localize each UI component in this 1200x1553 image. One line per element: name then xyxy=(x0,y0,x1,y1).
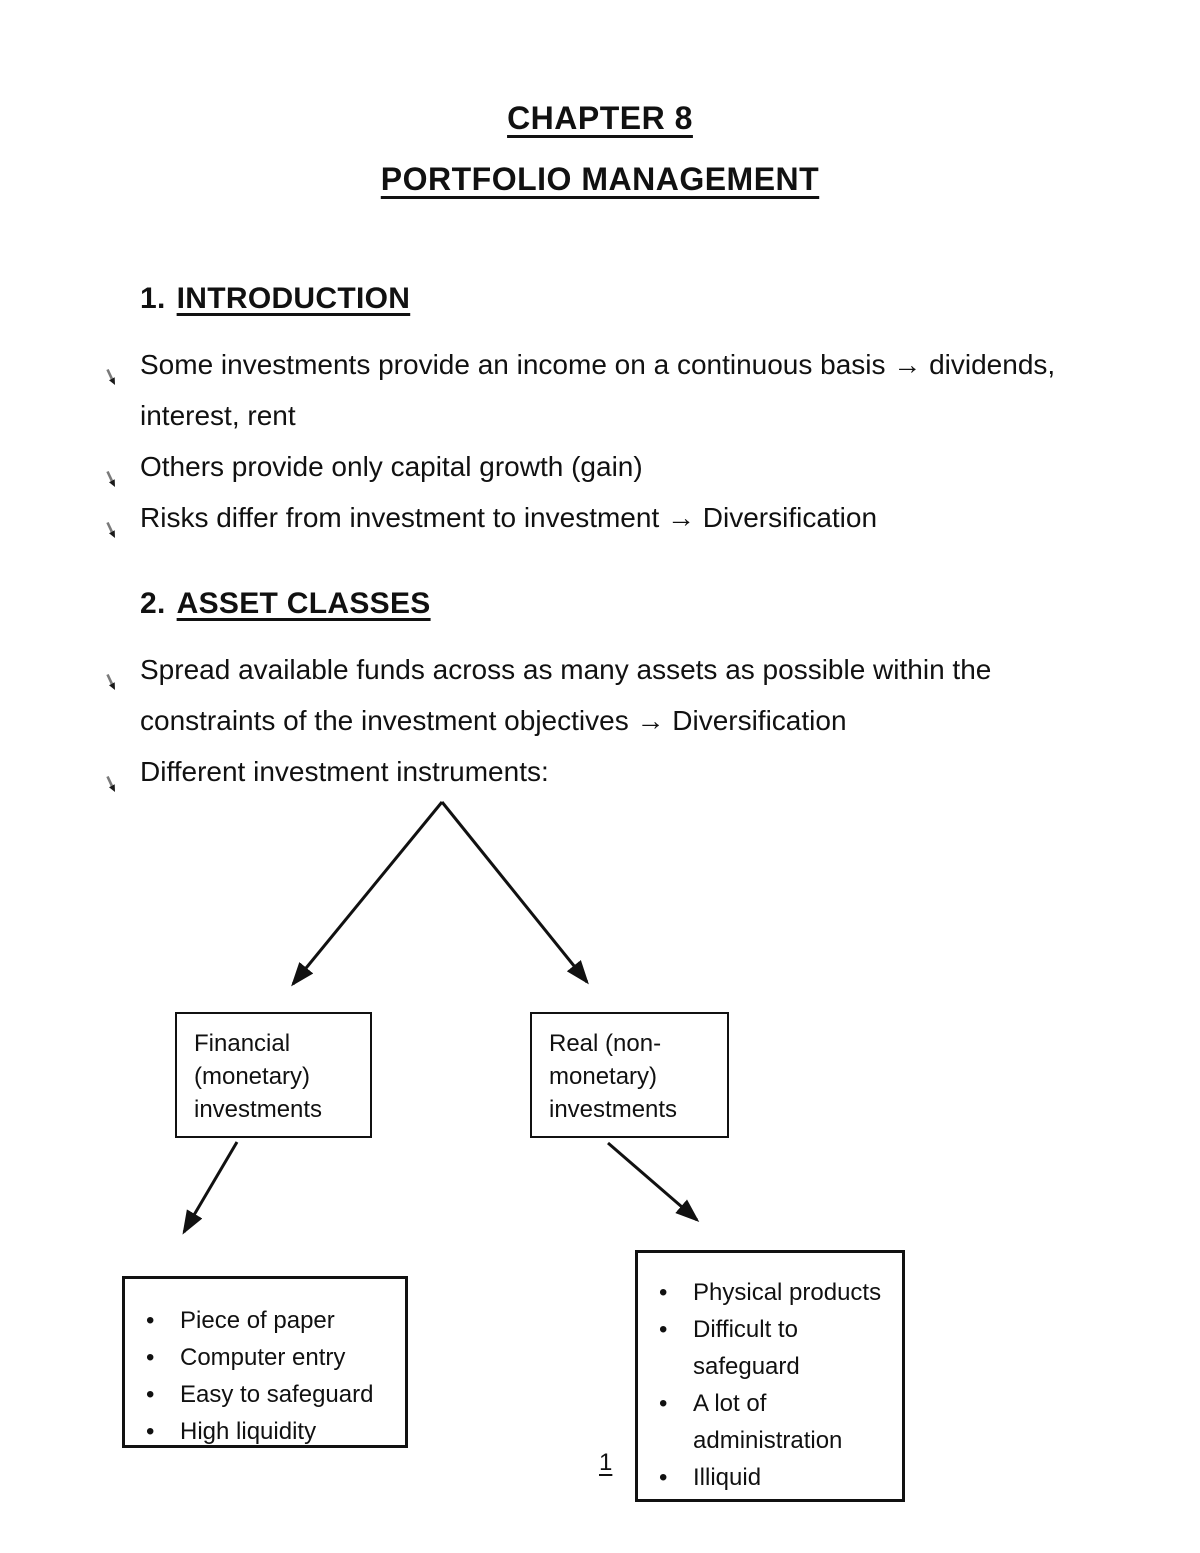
list-item-text: Computer entry xyxy=(180,1344,346,1371)
section-2-title: ASSET CLASSES xyxy=(176,587,431,620)
dot-bullet-icon: • xyxy=(659,1464,668,1491)
real-characteristics-box: • Physical products • Difficult to safegua… xyxy=(635,1250,905,1502)
section-1-title: INTRODUCTION xyxy=(176,282,411,315)
section-1-number: 1. xyxy=(140,282,166,315)
arrow-bullet-icon xyxy=(102,761,124,792)
bullet-item: Different investment instruments: xyxy=(106,746,1173,797)
dot-bullet-icon: • xyxy=(146,1418,155,1445)
section-1-bullets: Some investments provide an income on a … xyxy=(103,339,1173,543)
list-item: • Easy to safeguard xyxy=(125,1376,405,1413)
real-investments-box: Real (non- monetary) investments xyxy=(530,1012,729,1138)
arrow-bullet-icon xyxy=(102,354,124,385)
box-text-line: monetary) xyxy=(549,1063,658,1090)
list-item-text: High liquidity xyxy=(180,1418,317,1445)
section-introduction: 1. INTRODUCTION Some investments provide … xyxy=(103,280,1173,543)
financial-characteristics-box: • Piece of paper • Computer entry • Easy to… xyxy=(122,1276,408,1448)
bullet-text-line: Different investment instruments: xyxy=(140,756,549,787)
list-item-text: Physical products xyxy=(693,1279,882,1306)
arrow-bullet-icon xyxy=(102,456,124,487)
list-item-text: Illiquid xyxy=(693,1464,762,1491)
bullet-item: Risks differ from investment to investme… xyxy=(106,492,1173,543)
document-title: PORTFOLIO MANAGEMENT xyxy=(380,161,820,197)
real-characteristics-list: • Physical products • Difficult to safegua… xyxy=(638,1274,902,1496)
box-text-line: Real (non- xyxy=(549,1030,662,1057)
list-item-text: Piece of paper xyxy=(180,1307,335,1334)
section-asset-classes: 2. ASSET CLASSES Spread available funds a… xyxy=(103,585,1173,797)
section-2-bullets: Spread available funds across as many as… xyxy=(103,644,1173,797)
bullet-text-line: constraints of the investment objectives… xyxy=(140,705,847,736)
arrow-financial-to-paper xyxy=(182,1141,239,1235)
bullet-item: Some investments provide an income on a … xyxy=(106,339,1173,441)
list-item-text: Difficult to safeguard xyxy=(693,1316,800,1380)
chapter-title: CHAPTER 8 xyxy=(507,100,693,136)
list-item: • Physical products xyxy=(638,1274,902,1311)
dot-bullet-icon: • xyxy=(146,1344,155,1371)
page-number: 1 xyxy=(599,1449,613,1476)
diagram-connector-arrows xyxy=(182,801,700,1235)
arrow-bullet-icon xyxy=(102,659,124,690)
bullet-text-line: Others provide only capital growth (gain… xyxy=(140,451,643,482)
dot-bullet-icon: • xyxy=(146,1381,155,1408)
dot-bullet-icon: • xyxy=(659,1390,668,1417)
dot-bullet-icon: • xyxy=(659,1316,668,1343)
arrow-to-financial xyxy=(291,801,444,987)
financial-characteristics-list: • Piece of paper • Computer entry • Easy to… xyxy=(125,1302,405,1450)
bullet-text-line: Some investments provide an income on a … xyxy=(140,349,1056,380)
box-text-line: investments xyxy=(194,1096,323,1123)
arrow-to-real xyxy=(440,801,589,985)
dot-bullet-icon: • xyxy=(659,1279,668,1306)
list-item-text: A lot of administration xyxy=(693,1390,843,1454)
bullet-text-line: Spread available funds across as many as… xyxy=(140,654,992,685)
list-item: • A lot of administration xyxy=(638,1385,902,1459)
financial-investments-box: Financial (monetary) investments xyxy=(175,1012,372,1138)
bullet-item: Spread available funds across as many as… xyxy=(106,644,1173,746)
bullet-text-line: Risks differ from investment to investme… xyxy=(140,502,878,533)
section-2-heading: 2. ASSET CLASSES xyxy=(140,585,1173,623)
box-text-line: Financial xyxy=(194,1030,291,1057)
section-2-number: 2. xyxy=(140,587,166,620)
arrow-real-to-physical xyxy=(607,1141,700,1222)
bullet-item: Others provide only capital growth (gain… xyxy=(106,441,1173,492)
list-item: • Computer entry xyxy=(125,1339,405,1376)
bullet-text-line: interest, rent xyxy=(140,400,296,431)
list-item-text: Easy to safeguard xyxy=(180,1381,374,1408)
list-item: • Piece of paper xyxy=(125,1302,405,1339)
section-1-heading: 1. INTRODUCTION xyxy=(140,280,1173,318)
dot-bullet-icon: • xyxy=(146,1307,155,1334)
list-item: • High liquidity xyxy=(125,1413,405,1450)
list-item: • Illiquid xyxy=(638,1459,902,1496)
box-text-line: investments xyxy=(549,1096,678,1123)
arrow-bullet-icon xyxy=(102,507,124,538)
list-item: • Difficult to safeguard xyxy=(638,1311,902,1385)
box-text-line: (monetary) xyxy=(194,1063,311,1090)
